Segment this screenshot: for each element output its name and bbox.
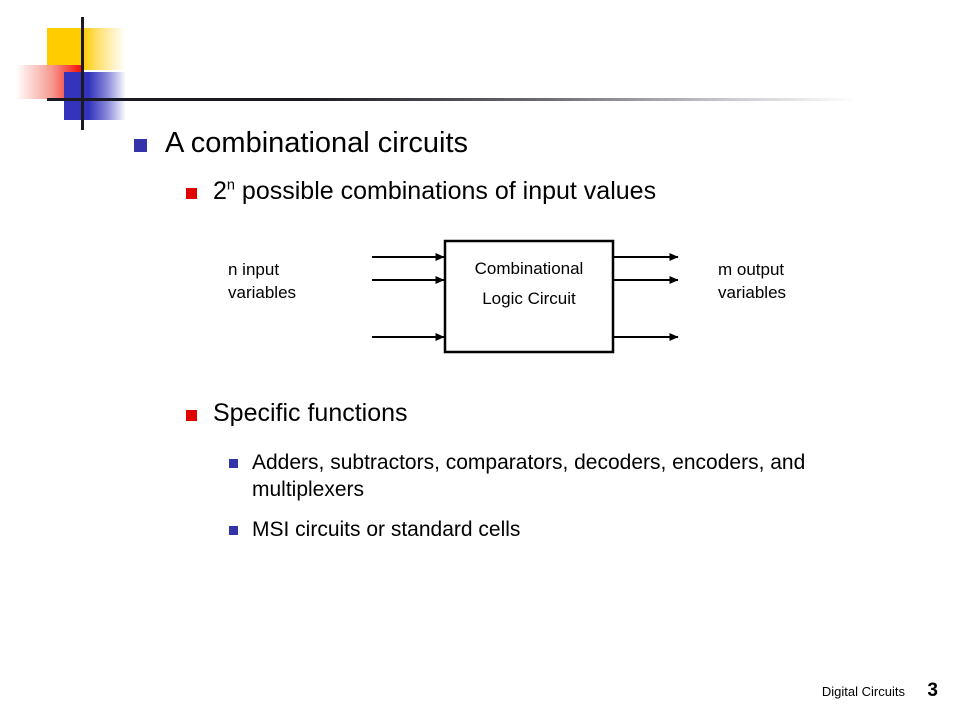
bullet-text-adders: Adders, subtractors, comparators, decode… xyxy=(252,451,806,501)
bullet-item-combinational-circuits: A combinational circuits xyxy=(134,126,834,160)
bullet-marker-blue-square xyxy=(229,526,238,535)
base-number: 2 xyxy=(213,177,227,205)
bullet-text: A combinational circuits xyxy=(165,127,469,159)
output-variables-label: m output variables xyxy=(718,260,787,302)
bullet-marker-blue-square xyxy=(134,139,147,152)
circuit-box-label-line1: Combinational xyxy=(474,259,584,278)
exponent-n: n xyxy=(226,177,235,194)
decoration-horizontal-rule xyxy=(47,98,857,101)
combinational-logic-diagram: n input variables Combinational Logic Ci… xyxy=(210,232,870,364)
footer-deck-name: Digital Circuits xyxy=(821,684,905,699)
decoration-yellow-square xyxy=(47,28,125,70)
footer-page-number: 3 xyxy=(927,680,938,701)
decoration-vertical-rule xyxy=(81,17,84,130)
circuit-box-label-line2: Logic Circuit xyxy=(482,289,576,308)
bullet-text-specific-functions: Specific functions xyxy=(213,399,408,427)
decoration-blue-rectangle xyxy=(64,72,126,120)
bullet-item-specific-functions: Specific functions xyxy=(186,398,886,429)
combinations-suffix: possible combinations of input values xyxy=(234,177,657,205)
bullet-item-adders: Adders, subtractors, comparators, decode… xyxy=(229,449,919,503)
diagram-svg xyxy=(372,239,679,354)
bullet-item-possible-combinations: 2n possible combinations of input values xyxy=(186,176,906,207)
input-variables-label: n input variables xyxy=(228,260,297,302)
circuit-box-label: Combinational Logic Circuit xyxy=(445,254,613,314)
bullet-marker-red-square xyxy=(186,188,197,199)
circuit-box xyxy=(443,239,615,354)
slide-footer: Digital Circuits 3 xyxy=(0,680,960,702)
bullet-marker-blue-square xyxy=(229,459,238,468)
bullet-text-combinations: 2n possible combinations of input values xyxy=(213,176,656,207)
slide-decoration xyxy=(0,0,860,140)
bullet-text-msi: MSI circuits or standard cells xyxy=(252,518,521,541)
bullet-item-msi-circuits: MSI circuits or standard cells xyxy=(229,516,829,543)
bullet-marker-red-square xyxy=(186,410,197,421)
